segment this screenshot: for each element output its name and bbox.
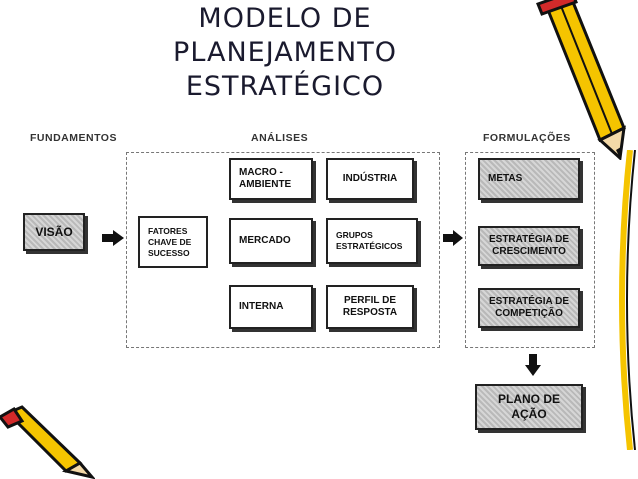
box-estrategia-crescimento: ESTRATÉGIA DE CRESCIMENTO	[478, 226, 580, 266]
slide-title: MODELO DE PLANEJAMENTO ESTRATÉGICO	[120, 2, 450, 104]
box-plano-line-2: AÇÃO	[511, 407, 547, 421]
box-fatores-line-2: CHAVE DE	[148, 236, 192, 247]
box-crescimento-line-1: ESTRATÉGIA DE	[488, 234, 569, 245]
title-line-1: MODELO DE	[198, 3, 372, 34]
box-interna-label: INTERNA	[239, 301, 284, 312]
heading-analises: ANÁLISES	[251, 132, 309, 144]
box-interna: INTERNA	[229, 285, 313, 329]
box-grupos-line-2: ESTRATÉGICOS	[336, 241, 403, 251]
box-metas-label: METAS	[488, 173, 523, 184]
box-plano-line-1: PLANO DE	[497, 392, 560, 406]
arrow-right-icon	[443, 230, 463, 246]
box-grupos-line-1: GRUPOS	[336, 230, 373, 240]
box-competicao-line-1: ESTRATÉGIA DE	[488, 296, 569, 307]
box-fatores-chave: FATORES CHAVE DE SUCESSO	[138, 216, 208, 268]
title-line-2: PLANEJAMENTO	[173, 37, 397, 68]
box-competicao-line-2: COMPETIÇÃO	[495, 308, 563, 319]
box-plano-de-acao: PLANO DE AÇÃO	[475, 384, 583, 430]
box-macro-line-1: MACRO -	[239, 167, 283, 178]
box-visao-label: VISÃO	[35, 224, 73, 239]
box-perfil-de-resposta: PERFIL DE RESPOSTA	[326, 285, 414, 329]
title-line-3: ESTRATÉGICO	[185, 71, 385, 102]
pencil-icon	[536, 0, 626, 160]
box-perfil-line-1: PERFIL DE	[343, 295, 397, 306]
arrow-right-icon	[102, 230, 124, 246]
box-grupos-estrategicos: GRUPOS ESTRATÉGICOS	[326, 218, 418, 264]
box-fatores-line-1: FATORES	[148, 225, 188, 236]
box-fatores-line-3: SUCESSO	[148, 247, 190, 258]
box-mercado-label: MERCADO	[239, 235, 291, 246]
box-mercado: MERCADO	[229, 218, 313, 264]
box-industria: INDÚSTRIA	[326, 158, 414, 200]
heading-fundamentos: FUNDAMENTOS	[30, 132, 117, 144]
analises-frame	[126, 152, 440, 348]
box-visao: VISÃO	[23, 213, 85, 251]
box-macro-line-2: AMBIENTE	[239, 179, 292, 190]
box-metas: METAS	[478, 158, 580, 200]
box-estrategia-competicao: ESTRATÉGIA DE COMPETIÇÃO	[478, 288, 580, 328]
strategic-planning-diagram: FUNDAMENTOS ANÁLISES FORMULAÇÕES VISÃO F…	[18, 118, 608, 444]
pencil-icon	[0, 405, 95, 479]
box-industria-label: INDÚSTRIA	[342, 173, 398, 184]
box-perfil-line-2: RESPOSTA	[342, 307, 398, 318]
box-macro-ambiente: MACRO - AMBIENTE	[229, 158, 313, 200]
arrow-down-icon	[525, 354, 541, 376]
pencil-icon	[619, 150, 636, 450]
heading-formulacoes: FORMULAÇÕES	[483, 132, 571, 144]
formulacoes-frame	[465, 152, 595, 348]
box-crescimento-line-2: CRESCIMENTO	[492, 246, 566, 257]
